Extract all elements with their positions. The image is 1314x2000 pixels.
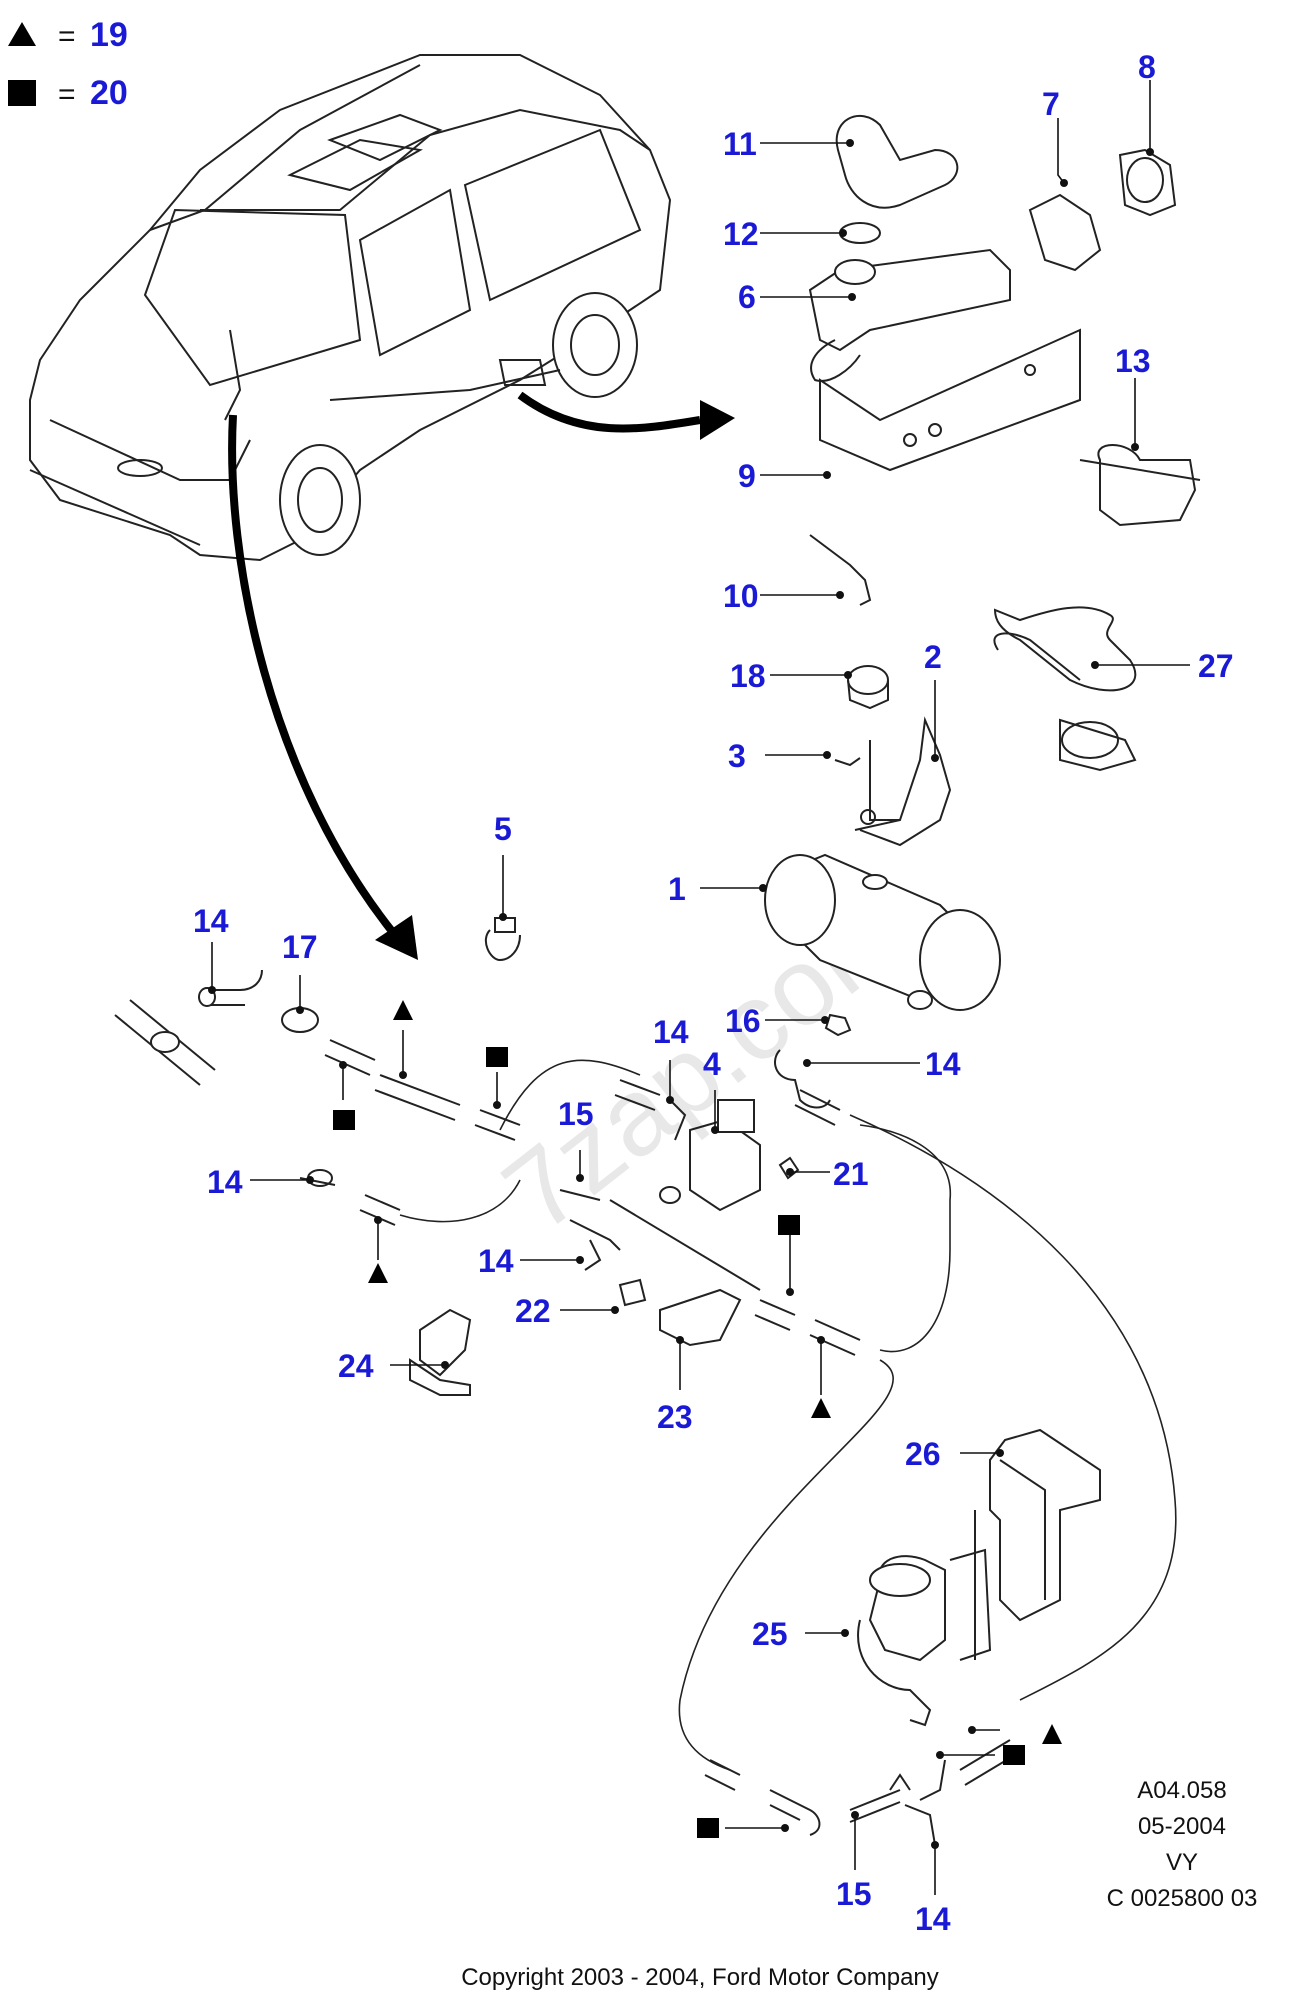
callout-22: 22 [515,1293,551,1329]
callout-16: 16 [725,1003,761,1039]
reference-block: A04.058 05-2004 VY C 0025800 03 [1107,1777,1258,1912]
callout-21: 21 [833,1156,869,1192]
square-symbol [8,80,36,106]
callout-14-upper-left: 14 [193,903,229,939]
callout-24: 24 [338,1348,374,1384]
callout-4: 4 [703,1046,721,1082]
legend-equals-2: = [58,78,76,111]
reservoir-assembly [409,853,1001,1396]
legend-square-value: 20 [90,74,128,112]
callout-3: 3 [728,738,746,774]
callout-11: 11 [723,126,757,162]
callout-12: 12 [723,216,759,252]
callout-15-lower: 15 [836,1876,872,1912]
callout-26: 26 [905,1436,941,1472]
callout-1: 1 [668,871,686,907]
reference-id: C 0025800 03 [1107,1885,1258,1912]
legend: = 20 19 = 20 [8,16,128,112]
callout-15-upper: 15 [558,1096,594,1132]
vehicle-illustration [29,54,672,562]
callout-13: 13 [1115,343,1151,379]
callout-14-right: 14 [925,1046,961,1082]
hose-symbols [333,1000,1062,1838]
legend-equals-1: = [58,20,76,53]
callout-14-middle: 14 [653,1014,689,1050]
direction-arrows [228,391,735,960]
lower-parts [857,1428,1101,1727]
callout-6: 6 [738,279,756,315]
copyright-notice: Copyright 2003 - 2004, Ford Motor Compan… [461,1964,939,1991]
callout-9: 9 [738,458,756,494]
callout-14-bottom: 14 [915,1901,951,1937]
callout-25: 25 [752,1616,788,1652]
legend-triangle-value: 19 [90,16,128,54]
callout-14-left: 14 [207,1164,243,1200]
callout-17: 17 [282,929,318,965]
leader-lines [208,80,1190,1895]
reference-date: 05-2004 [1138,1813,1226,1840]
reference-initials: VY [1166,1849,1198,1876]
callout-5: 5 [494,811,512,847]
callout-7: 7 [1042,86,1060,122]
callout-2: 2 [924,639,942,675]
callout-14-lower: 14 [478,1243,514,1279]
callout-8: 8 [1138,49,1156,85]
callout-23: 23 [657,1399,693,1435]
hose-network [114,969,1177,1846]
callout-27: 27 [1198,648,1234,684]
callout-10: 10 [723,578,759,614]
triangle-symbol [8,22,36,46]
reference-code: A04.058 [1137,1777,1226,1804]
upper-parts [808,114,1201,847]
callout-labels: 11 7 8 12 6 13 9 10 18 27 2 3 1 5 13 14 … [193,49,1234,1937]
callout-18: 18 [730,658,766,694]
